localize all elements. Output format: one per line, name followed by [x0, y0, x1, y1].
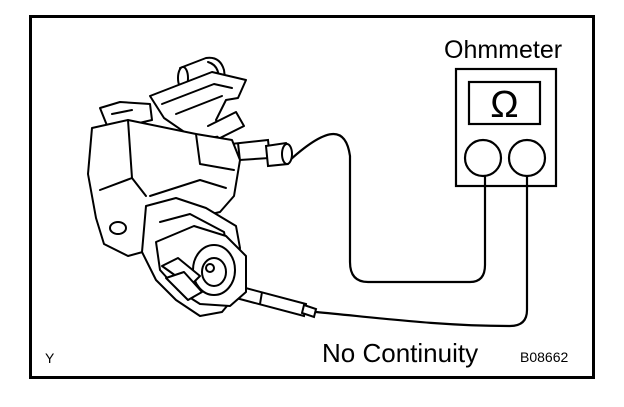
ohmmeter-label: Ohmmeter [444, 36, 562, 64]
ohm-symbol: Ω [490, 84, 518, 126]
ohmmeter-body: Ω [454, 67, 558, 188]
figure-code: B08662 [520, 349, 568, 365]
ohmmeter-display [467, 80, 542, 126]
left-terminal [463, 138, 503, 178]
result-label: No Continuity [322, 338, 478, 368]
corner-letter: Y [45, 350, 55, 366]
lower-probe [213, 284, 318, 319]
component-housing [87, 56, 247, 317]
right-terminal [507, 138, 547, 178]
lower-test-lead-wire [315, 176, 529, 328]
upper-test-lead-wire [289, 132, 487, 284]
